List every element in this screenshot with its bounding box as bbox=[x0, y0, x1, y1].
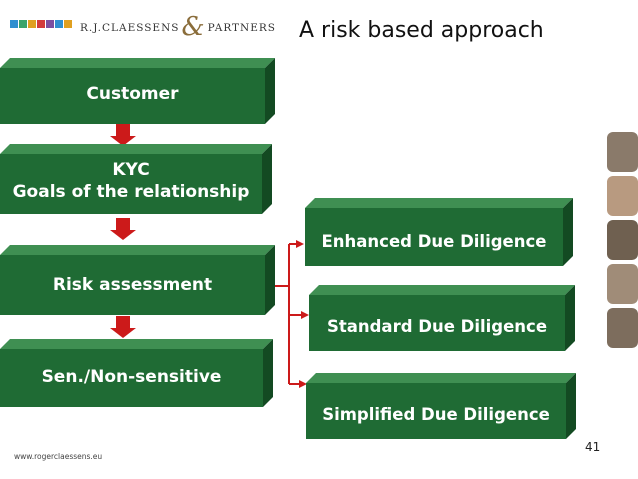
step-customer-label: Customer bbox=[86, 84, 179, 104]
branch-connector bbox=[272, 240, 309, 388]
step-risk-assessment: Risk assessment bbox=[0, 243, 275, 318]
portrait-strip bbox=[607, 132, 638, 348]
step-risk-label: Risk assessment bbox=[52, 275, 213, 295]
logo-color-squares bbox=[10, 20, 74, 28]
step-customer: Customer bbox=[0, 56, 275, 126]
page-number: 41 bbox=[585, 440, 601, 454]
portrait-image bbox=[607, 176, 638, 216]
down-arrow-1 bbox=[110, 124, 136, 146]
logo-square bbox=[55, 20, 63, 28]
outcome-standard-dd: Standard Due Diligence bbox=[309, 283, 575, 355]
portrait-image bbox=[607, 132, 638, 172]
portrait-image bbox=[607, 308, 638, 348]
brand-suffix: PARTNERS bbox=[207, 22, 277, 34]
portrait-image bbox=[607, 264, 638, 304]
step-kyc-title: KYC bbox=[112, 160, 150, 180]
logo-square bbox=[46, 20, 54, 28]
brand-ampersand: & bbox=[181, 12, 206, 42]
logo-square bbox=[28, 20, 36, 28]
logo-square bbox=[64, 20, 72, 28]
portrait-image bbox=[607, 220, 638, 260]
outcome-simplified-label: Simplified Due Diligence bbox=[322, 405, 550, 424]
down-arrow-2 bbox=[110, 218, 136, 240]
logo-square bbox=[10, 20, 18, 28]
brand-logo: R.J.CLAESSENS&PARTNERS bbox=[80, 12, 276, 42]
down-arrow-3 bbox=[110, 316, 136, 338]
outcome-enhanced-dd: Enhanced Due Diligence bbox=[305, 196, 573, 270]
step-sensitivity: Sen./Non-sensitive bbox=[0, 337, 273, 410]
outcome-enhanced-label: Enhanced Due Diligence bbox=[321, 232, 547, 251]
logo-square bbox=[37, 20, 45, 28]
step-kyc-subtitle: Goals of the relationship bbox=[12, 182, 250, 202]
step-kyc: KYC Goals of the relationship bbox=[0, 142, 272, 218]
brand-name: R.J.CLAESSENS bbox=[80, 22, 180, 34]
slide-title: A risk based approach bbox=[299, 18, 544, 43]
footer-url: www.rogerclaessens.eu bbox=[14, 452, 103, 461]
logo-square bbox=[19, 20, 27, 28]
outcome-simplified-dd: Simplified Due Diligence bbox=[306, 371, 576, 443]
step-sensitivity-label: Sen./Non-sensitive bbox=[41, 367, 222, 387]
outcome-standard-label: Standard Due Diligence bbox=[326, 317, 548, 336]
